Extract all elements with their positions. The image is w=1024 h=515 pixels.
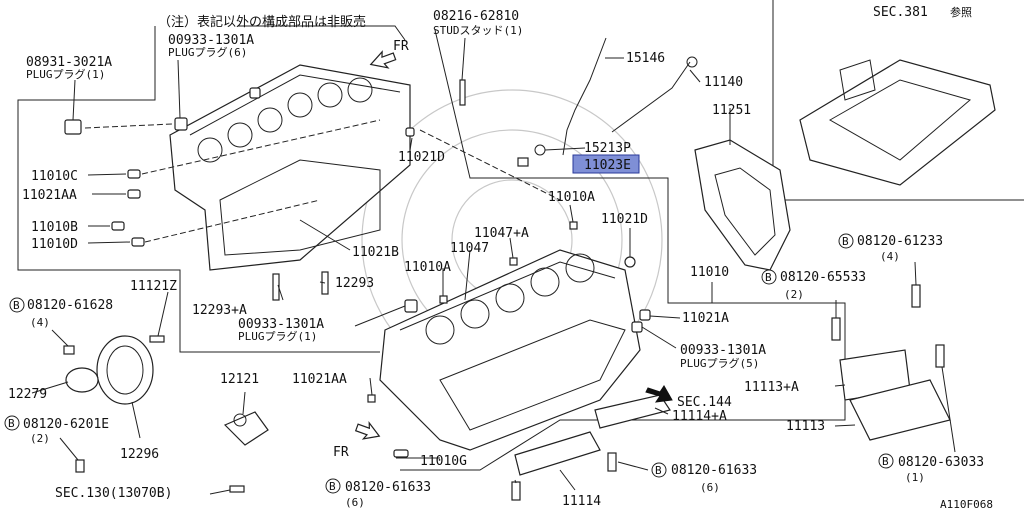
qty-08120-61633-right: (6) [700,481,720,494]
fr-label-bottom: FR [333,445,349,460]
svg-text:B: B [882,455,889,468]
rear-plate [694,139,791,271]
part-name-plug-a: PLUGプラグ(1) [26,67,105,81]
arrow-sec144-icon [645,385,673,403]
knock-sensor [223,411,269,446]
part-label-08120-65533[interactable]: 08120-65533 [780,270,866,285]
part-label-08120-61633-right[interactable]: 08120-61633 [671,463,757,478]
sec381-label[interactable]: SEC.381 [873,5,928,20]
part-label-11021aa-bot[interactable]: 11021AA [292,372,347,387]
bolt-circle-b-icon: B [651,462,667,478]
part-label-12121[interactable]: 12121 [220,372,259,387]
part-label-11010b[interactable]: 11010B [31,220,78,235]
svg-text:B: B [8,417,15,430]
qty-08120-63033: (1) [905,471,925,484]
part-label-00933-1301a-right[interactable]: 00933-1301A [680,343,766,358]
part-label-11010g[interactable]: 11010G [420,454,467,469]
part-label-11047[interactable]: 11047 [450,241,489,256]
rear-oil-seal-parts [63,335,245,493]
part-label-11021aa-top[interactable]: 11021AA [22,188,77,203]
part-label-12293a[interactable]: 12293+A [192,303,247,318]
part-label-08216-62810[interactable]: 08216-62810 [433,9,519,24]
part-label-11114[interactable]: 11114 [562,494,601,509]
part-label-00933-1301a-top[interactable]: 00933-1301A [168,33,254,48]
part-label-15213p[interactable]: 15213P [584,141,631,156]
oil-pan-inset: SEC.381 参照 [772,0,1024,201]
part-label-08120-61628[interactable]: 08120-61628 [27,298,113,313]
arrow-fr-icon [354,421,381,440]
dipstick-parts [517,37,698,167]
part-label-sec144[interactable]: SEC.144 [677,395,732,410]
baffle-plates [831,284,951,441]
bolt-circle-b-icon: B [878,453,894,469]
part-label-11114a[interactable]: 11114+A [672,409,727,424]
part-label-11021d-mid[interactable]: 11021D [601,212,648,227]
part-labels: （注）表記以外の構成部品は非販売 08216-62810 STUDスタッド(1)… [8,9,993,511]
part-label-08931-3021a[interactable]: 08931-3021A [26,55,112,70]
qty-08120-61628: (4) [30,316,50,329]
part-label-11010a-mid[interactable]: 11010A [404,260,451,275]
part-label-11113a[interactable]: 11113+A [744,380,799,395]
group-outlines [17,25,846,471]
part-label-11010c[interactable]: 11010C [31,169,78,184]
part-label-11121z[interactable]: 11121Z [130,279,177,294]
part-label-11010[interactable]: 11010 [690,265,729,280]
part-label-11021a[interactable]: 11021A [682,311,729,326]
part-label-11023e[interactable]: 11023E [584,158,631,173]
bolt-circle-b-icon: B [325,478,341,494]
part-label-11047a[interactable]: 11047+A [474,226,529,241]
part-label-sec130[interactable]: SEC.130(13070B) [55,486,172,501]
bearing-caps [511,394,671,501]
part-name-plug-c: PLUGプラグ(1) [238,329,317,343]
part-label-12279[interactable]: 12279 [8,387,47,402]
part-label-08120-63033[interactable]: 08120-63033 [898,455,984,470]
svg-text:B: B [765,271,772,284]
part-label-12296[interactable]: 12296 [120,447,159,462]
part-name-plug-b: PLUGプラグ(6) [168,45,247,59]
part-label-11113[interactable]: 11113 [786,419,825,434]
part-label-15146[interactable]: 15146 [626,51,665,66]
part-label-11021d-top[interactable]: 11021D [398,150,445,165]
arrow-fr-icon [369,50,397,69]
part-label-11021b[interactable]: 11021B [352,245,399,260]
svg-text:B: B [329,480,336,493]
part-label-11010d[interactable]: 11010D [31,237,78,252]
sec381-ref-label: 参照 [950,5,972,19]
svg-text:B: B [13,299,20,312]
part-label-08120-61633-bottom[interactable]: 08120-61633 [345,480,431,495]
upper-bores [197,77,373,163]
lower-bores [425,253,595,345]
svg-text:B: B [655,464,662,477]
part-name-stud: STUDスタッド(1) [433,24,523,37]
bolt-circle-b-icon: B [761,269,777,285]
bolt-circle-b-icon: B [4,415,20,431]
lower-cylinder-block [379,249,641,451]
part-label-11140[interactable]: 11140 [704,75,743,90]
part-label-08120-61233[interactable]: 08120-61233 [857,234,943,249]
qty-08120-61233: (4) [880,250,900,263]
note-label: （注）表記以外の構成部品は非販売 [158,14,366,30]
fr-label-top: FR [393,39,409,54]
figure-code: A110F068 [940,498,993,511]
svg-text:B: B [842,235,849,248]
bolt-circle-b-icon: B [9,297,25,313]
part-label-11010a-top[interactable]: 11010A [548,190,595,205]
part-label-12293[interactable]: 12293 [335,276,374,291]
bolt-circle-b-icon: B [838,233,854,249]
qty-08120-6201e: (2) [30,432,50,445]
part-name-plug-d: PLUGプラグ(5) [680,356,759,370]
qty-08120-65533: (2) [784,288,804,301]
part-label-11251[interactable]: 11251 [712,103,751,118]
selected-part-highlight[interactable] [572,154,640,174]
part-label-08120-6201e[interactable]: 08120-6201E [23,417,109,432]
qty-08120-61633-bottom: (6) [345,496,365,509]
upper-cylinder-block [169,64,411,271]
leader-lines [31,37,956,495]
part-label-00933-1301a-mid[interactable]: 00933-1301A [238,317,324,332]
